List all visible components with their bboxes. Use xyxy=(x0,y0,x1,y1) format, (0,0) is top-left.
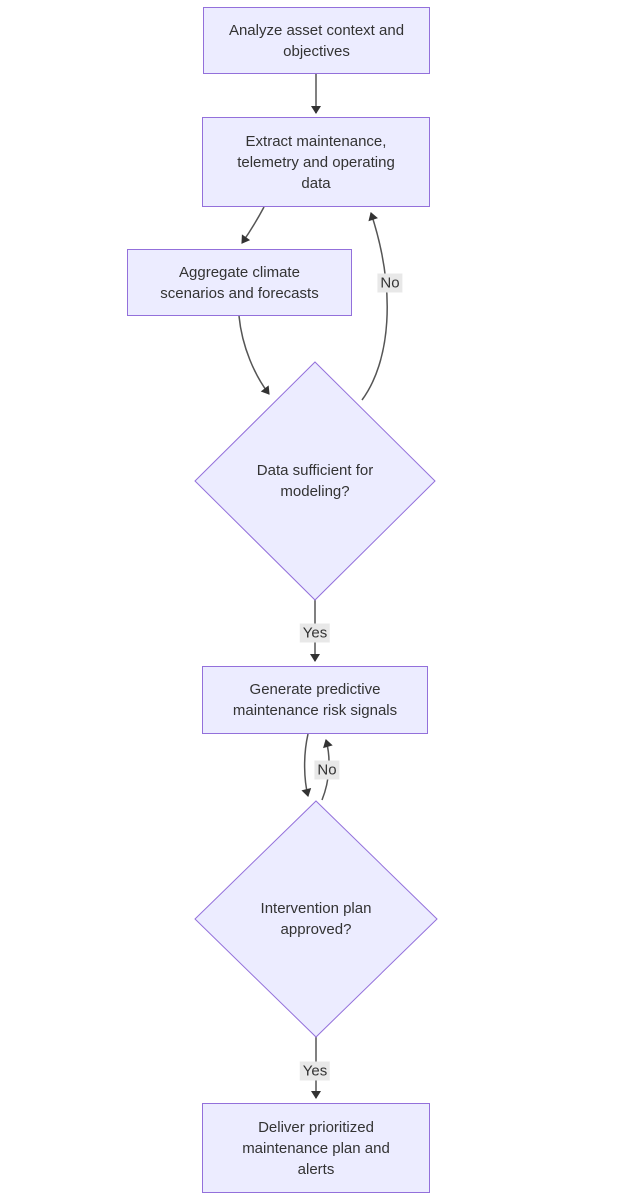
node-deliver: Deliver prioritized maintenance plan and… xyxy=(202,1103,430,1193)
edge-label-yes-2: Yes xyxy=(299,1061,331,1081)
node-aggregate-label: Aggregate climate scenarios and forecast… xyxy=(160,263,319,302)
edge-data-sufficient-no-to-extract xyxy=(361,212,388,401)
node-approved-label: Intervention plan approved? xyxy=(260,900,372,938)
node-analyze-label: Analyze asset context and objectives xyxy=(228,21,405,60)
edge-label-no-1: No xyxy=(377,273,403,293)
node-approved-shape xyxy=(194,800,438,1038)
node-extract: Extract maintenance, telemetry and opera… xyxy=(202,117,430,207)
node-data-sufficient-shape xyxy=(194,361,436,601)
node-data-sufficient-label: Data sufficient for modeling? xyxy=(256,462,374,500)
node-aggregate: Aggregate climate scenarios and forecast… xyxy=(127,249,352,316)
edge-label-yes-1: Yes xyxy=(299,623,331,643)
edge-generate-to-approved xyxy=(301,733,312,797)
node-extract-label: Extract maintenance, telemetry and opera… xyxy=(237,132,395,192)
edge-aggregate-to-data-sufficient xyxy=(238,315,270,395)
node-generate: Generate predictive maintenance risk sig… xyxy=(202,666,428,734)
node-generate-label: Generate predictive maintenance risk sig… xyxy=(232,681,398,719)
node-analyze: Analyze asset context and objectives xyxy=(203,7,430,74)
edge-label-no-2: No xyxy=(314,760,340,780)
node-deliver-label: Deliver prioritized maintenance plan and… xyxy=(242,1118,390,1178)
edge-extract-to-aggregate xyxy=(241,206,265,244)
